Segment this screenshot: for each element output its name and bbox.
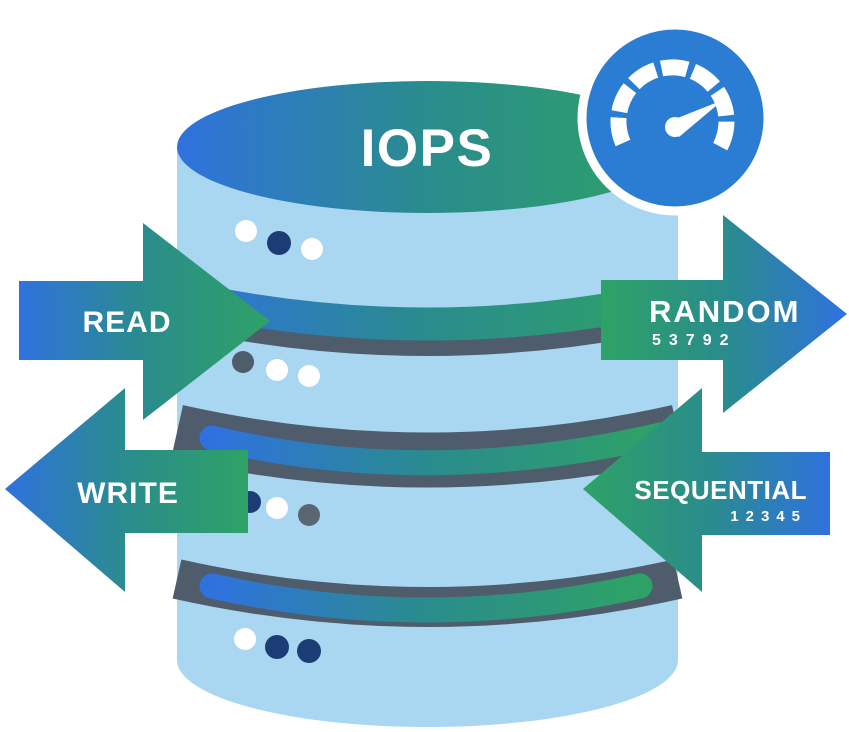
disk-dot bbox=[267, 231, 291, 255]
disk-dot bbox=[232, 351, 254, 373]
database-stack: IOPS bbox=[171, 81, 684, 727]
disk-dot bbox=[297, 639, 321, 663]
disk-dot bbox=[298, 365, 320, 387]
disk-dot bbox=[234, 628, 256, 650]
disk-dot bbox=[298, 504, 320, 526]
disk-dot bbox=[266, 359, 288, 381]
sequential-arrow: SEQUENTIAL 12345 bbox=[583, 388, 830, 592]
activity-dots-row-4 bbox=[234, 628, 321, 663]
read-arrow-shape bbox=[19, 223, 270, 420]
sequential-arrow-value: 12345 bbox=[730, 508, 807, 525]
write-arrow-label: WRITE bbox=[77, 477, 179, 510]
sequential-arrow-label: SEQUENTIAL bbox=[634, 475, 807, 505]
random-arrow-value: 53792 bbox=[652, 332, 737, 349]
random-arrow: RANDOM 53792 bbox=[601, 215, 847, 413]
disk-dot bbox=[235, 220, 257, 242]
disk-dot bbox=[266, 497, 288, 519]
page-title: IOPS bbox=[361, 119, 494, 178]
disk-dot bbox=[265, 635, 289, 659]
io-stripe-2 bbox=[199, 422, 673, 476]
gauge-hub bbox=[665, 117, 685, 137]
activity-dots-row-2 bbox=[232, 351, 320, 387]
disk-top-lid bbox=[177, 81, 678, 213]
random-arrow-label: RANDOM bbox=[649, 294, 801, 329]
activity-dots-row-1 bbox=[235, 220, 323, 260]
read-arrow-label: READ bbox=[82, 306, 171, 339]
sequential-arrow-shape bbox=[583, 388, 830, 592]
speedometer-icon bbox=[577, 20, 773, 216]
disk-dot bbox=[301, 238, 323, 260]
random-arrow-shape bbox=[601, 215, 847, 413]
write-arrow-shape bbox=[5, 388, 248, 592]
write-arrow: WRITE bbox=[5, 388, 248, 592]
gauge-arc bbox=[610, 59, 735, 151]
read-arrow: READ bbox=[19, 223, 270, 420]
io-stripe-3 bbox=[199, 573, 653, 623]
